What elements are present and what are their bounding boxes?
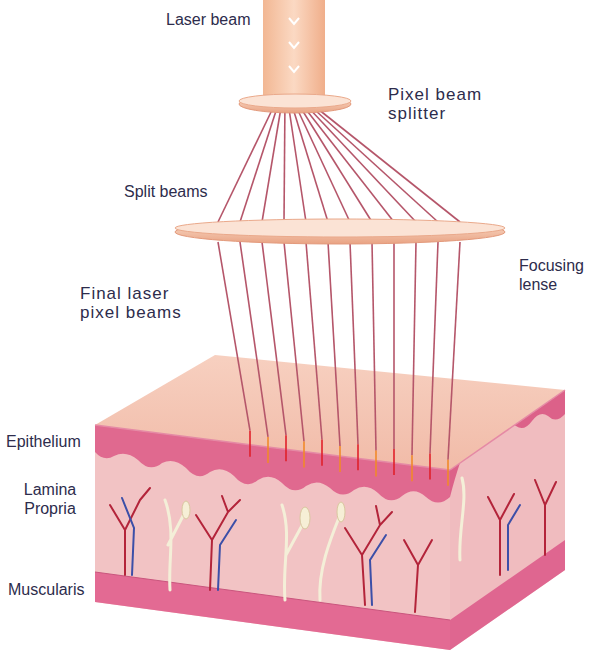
part-label: Pixel beam splitter <box>388 85 498 123</box>
part-label: Lamina Propria <box>10 480 90 518</box>
beam-penetration <box>285 435 287 461</box>
part-label: Epithelium <box>6 432 92 451</box>
split-beam <box>306 110 394 222</box>
split-beam <box>302 110 372 222</box>
split-beam <box>289 110 306 222</box>
pixel-beam <box>328 242 340 446</box>
beam-penetration <box>375 451 377 477</box>
split-beams <box>218 110 460 222</box>
split-beam <box>283 110 285 222</box>
pixel-beam <box>372 242 376 451</box>
laser-beam <box>263 0 325 96</box>
split-beam <box>294 110 329 222</box>
pixel-beam <box>284 242 304 441</box>
pixel-beam <box>262 242 286 435</box>
part-label: Focusing lense <box>519 256 585 294</box>
beam-penetration <box>447 460 449 486</box>
split-beam <box>319 110 460 222</box>
part-label: Laser beam <box>166 10 276 29</box>
part-label: Split beams <box>124 182 224 201</box>
pixel-beam <box>448 242 460 460</box>
beam-penetration <box>429 453 431 479</box>
split-beam <box>311 110 416 222</box>
pixel-beam <box>412 242 416 455</box>
beam-penetration <box>339 446 341 472</box>
pixel-beam <box>430 242 438 453</box>
pixel-beam <box>306 242 322 440</box>
pixel-beam <box>240 242 268 437</box>
beam-splitter <box>239 94 351 113</box>
skin-block <box>95 355 565 650</box>
final-pixel-beams <box>218 242 460 486</box>
beam-penetration <box>303 441 305 467</box>
split-beam <box>315 110 438 222</box>
pixel-beam <box>350 242 358 444</box>
split-beam <box>262 110 281 222</box>
beam-penetration <box>249 431 251 457</box>
beam-penetration <box>321 440 323 466</box>
beam-penetration <box>393 449 395 475</box>
pixel-beam <box>393 242 395 449</box>
part-label: Muscularis <box>8 580 94 599</box>
pixel-beam <box>218 242 250 431</box>
split-beam <box>298 110 350 222</box>
focusing-lens <box>175 219 505 244</box>
beam-penetration <box>411 455 413 481</box>
beam-penetration <box>267 437 269 463</box>
beam-penetration <box>357 444 359 470</box>
part-label: Final laser pixel beams <box>80 284 198 322</box>
